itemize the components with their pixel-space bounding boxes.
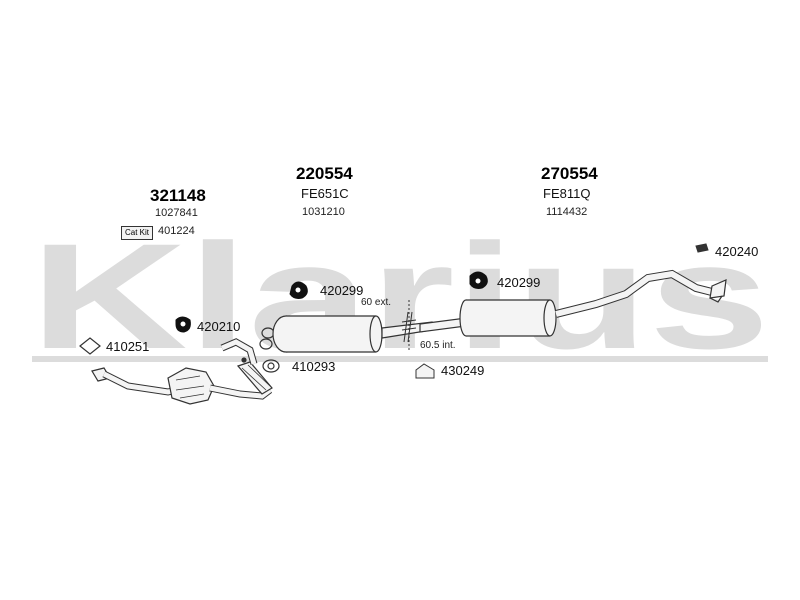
ref-FE651C: FE651C — [301, 186, 349, 201]
cat-kit-badge: Cat Kit — [121, 226, 153, 240]
part-label-420299-a: 420299 — [320, 283, 364, 298]
dimension-int: 60.5 int. — [420, 340, 456, 351]
ref-401224: 401224 — [158, 225, 195, 237]
ref-FE811Q: FE811Q — [543, 186, 591, 201]
rear-silencer — [419, 269, 727, 337]
part-number-270554: 270554 — [541, 164, 598, 183]
middle-silencer — [259, 315, 433, 353]
part-label-420299-b: 420299 — [497, 275, 541, 290]
part-label-420210: 420210 — [197, 319, 241, 334]
part-number-321148: 321148 — [150, 186, 206, 205]
joint-marker — [401, 300, 417, 352]
gasket-icon — [79, 337, 280, 373]
ref-1031210: 1031210 — [302, 206, 345, 218]
ref-1114432: 1114432 — [546, 206, 588, 218]
watermark-underline — [32, 356, 768, 362]
ref-1027841: 1027841 — [155, 207, 198, 219]
mount-bracket-icon — [415, 243, 709, 379]
part-label-410251: 410251 — [106, 339, 150, 354]
part-label-430249: 430249 — [441, 363, 485, 378]
dimension-ext: 60 ext. — [361, 297, 392, 308]
part-label-420240: 420240 — [715, 244, 759, 259]
part-label-410293: 410293 — [292, 359, 336, 374]
rubber-hanger-icon — [175, 271, 488, 333]
part-number-220554: 220554 — [296, 164, 353, 183]
watermark-logo: Klarius — [30, 212, 770, 380]
front-pipe-assembly — [91, 338, 273, 405]
